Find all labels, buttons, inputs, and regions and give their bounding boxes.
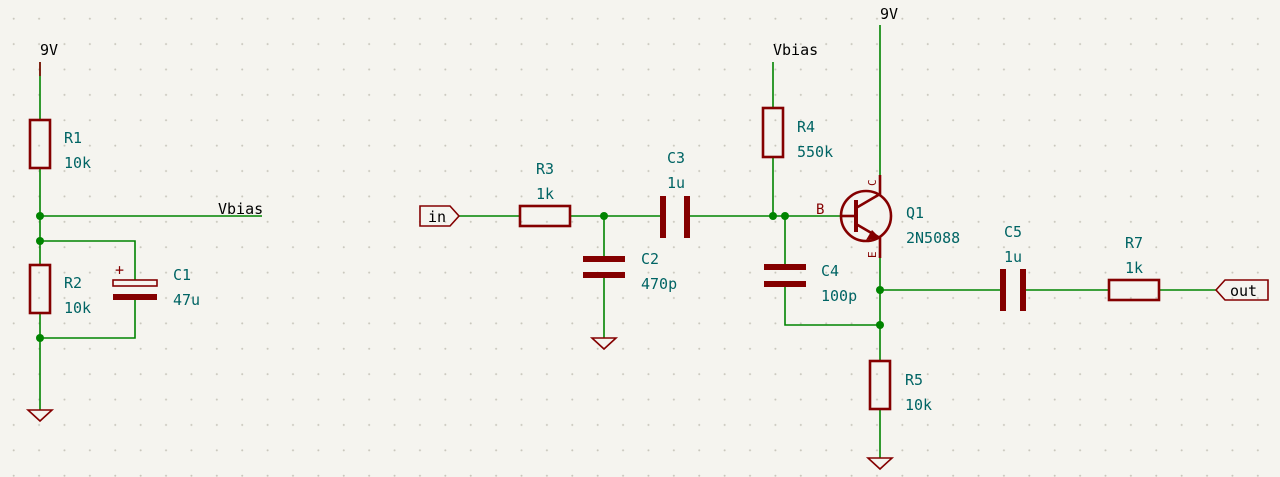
input-port[interactable] (419, 205, 461, 227)
wire (784, 284, 880, 326)
power-label-9v-right: 9V (880, 5, 898, 23)
resistor-r2[interactable] (28, 263, 52, 315)
r4-value: 550k (797, 143, 833, 161)
capacitor-c5[interactable] (1000, 269, 1026, 311)
junction-dot (876, 321, 884, 329)
bias-divider-section: 9V R1 10k Vbias R2 10k + C1 47u (25, 41, 263, 423)
r1-value: 10k (64, 154, 91, 172)
q1-value: 2N5088 (906, 229, 960, 247)
r5-value: 10k (905, 396, 932, 414)
resistor-r4[interactable] (761, 106, 785, 159)
resistor-r1[interactable] (28, 118, 52, 170)
capacitor-c1[interactable] (112, 279, 158, 300)
r5-ref: R5 (905, 371, 923, 389)
output-port[interactable] (1214, 279, 1269, 301)
c1-polarity-mark: + (115, 261, 124, 279)
q1-pin-b: B (816, 202, 824, 218)
c3-ref: C3 (667, 149, 685, 167)
c4-ref: C4 (821, 262, 839, 280)
output-port-label: out (1230, 282, 1257, 300)
wire (40, 300, 136, 339)
r7-value: 1k (1125, 259, 1143, 277)
q1-pin-c: C (866, 179, 879, 186)
c2-value: 470p (641, 275, 677, 293)
ground-symbol (589, 337, 619, 351)
c4-value: 100p (821, 287, 857, 305)
r7-ref: R7 (1125, 234, 1143, 252)
c1-ref: C1 (173, 266, 191, 284)
r3-value: 1k (536, 185, 554, 203)
r3-ref: R3 (536, 160, 554, 178)
q1-pin-e: E (866, 251, 879, 258)
junction-dot (876, 286, 884, 294)
capacitor-c3[interactable] (660, 196, 690, 238)
c2-ref: C2 (641, 250, 659, 268)
amplifier-section: in R3 1k C3 1u C2 470p Vbias R4 550k (419, 5, 1269, 471)
junction-dot (36, 334, 44, 342)
r2-ref: R2 (64, 274, 82, 292)
q1-ref: Q1 (906, 204, 924, 222)
capacitor-c2[interactable] (583, 256, 625, 278)
junction-dot (36, 212, 44, 220)
power-label-vbias: Vbias (773, 41, 818, 59)
ground-symbol (865, 457, 895, 471)
junction-dot (781, 212, 789, 220)
input-port-label: in (428, 208, 446, 226)
r4-ref: R4 (797, 118, 815, 136)
transistor-q1[interactable] (839, 175, 893, 258)
c1-value: 47u (173, 291, 200, 309)
junction-dot (769, 212, 777, 220)
c5-ref: C5 (1004, 223, 1022, 241)
power-label-9v-left: 9V (40, 41, 58, 59)
resistor-r3[interactable] (518, 204, 572, 228)
ground-symbol (25, 409, 55, 423)
r2-value: 10k (64, 299, 91, 317)
resistor-r7[interactable] (1107, 278, 1161, 302)
capacitor-c4[interactable] (764, 264, 806, 287)
junction-dot (600, 212, 608, 220)
junction-dot (36, 237, 44, 245)
c3-value: 1u (667, 174, 685, 192)
resistor-r5[interactable] (868, 359, 892, 411)
wire (40, 240, 136, 280)
c5-value: 1u (1004, 248, 1022, 266)
r1-ref: R1 (64, 129, 82, 147)
net-label-vbias: Vbias (218, 200, 263, 218)
